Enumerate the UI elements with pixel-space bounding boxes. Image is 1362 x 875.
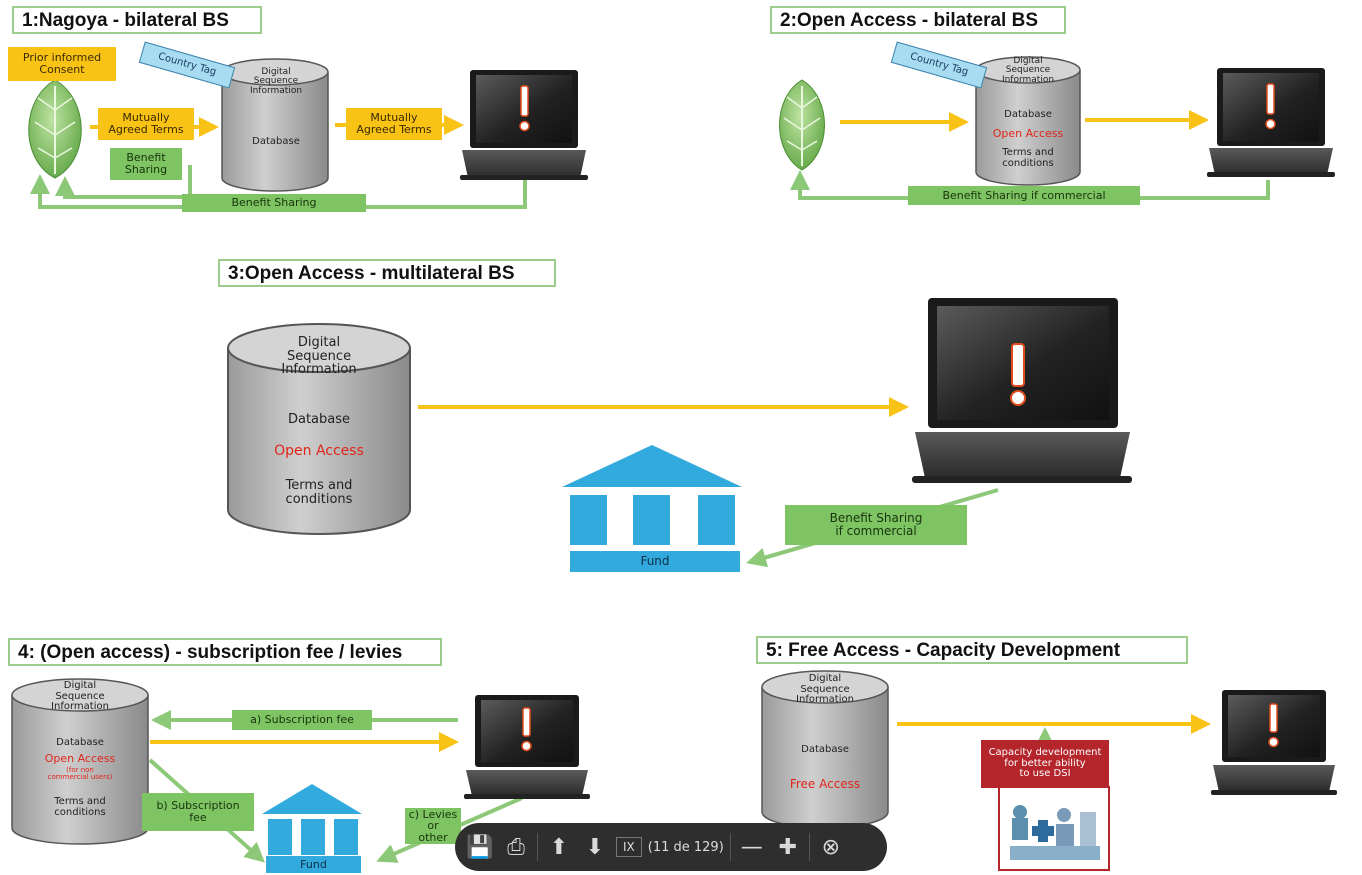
- benefit-sharing-label: Benefit Sharing if commercial: [785, 505, 967, 545]
- panel-5-title: 5: Free Access - Capacity Development: [756, 636, 1188, 664]
- leaf-icon: [779, 79, 825, 171]
- capacity-development-label: Capacity development for better ability …: [981, 740, 1109, 788]
- database-label: Database: [56, 737, 104, 748]
- close-circle-icon[interactable]: ⊗: [821, 834, 840, 860]
- panel-1-title: 1:Nagoya - bilateral BS: [12, 6, 262, 34]
- open-access-label: Open Access: [992, 127, 1064, 140]
- cylinder-top-label: Digital Sequence Information: [796, 673, 854, 705]
- plus-icon[interactable]: ✚: [778, 834, 797, 860]
- terms-conditions-label: Terms and conditions: [1002, 147, 1054, 169]
- non-commercial-users-label: (for non commercial users): [47, 766, 113, 782]
- cylinder-top-label: Digital Sequence Information: [281, 335, 357, 378]
- save-icon[interactable]: 💾: [466, 834, 494, 860]
- zoom-box[interactable]: IX: [616, 837, 642, 857]
- fund-label: Fund: [300, 857, 327, 871]
- database-cylinder-icon: [221, 58, 329, 192]
- levies-label: c) Levies or other: [405, 808, 461, 844]
- benefit-sharing-label: Benefit Sharing: [110, 148, 182, 180]
- database-cylinder-icon: [227, 323, 411, 535]
- benefit-sharing-label: Benefit Sharing: [182, 194, 366, 212]
- laptop-icon: [912, 298, 1132, 483]
- laptop-icon: [1207, 68, 1335, 177]
- fund-building-icon: [262, 784, 362, 873]
- toolbar-divider: [537, 833, 538, 861]
- cylinder-top-label: Digital Sequence Information: [249, 67, 303, 96]
- print-icon[interactable]: ⎙: [507, 834, 525, 860]
- mutually-agreed-terms-label: Mutually Agreed Terms: [346, 108, 442, 140]
- database-label: Database: [287, 412, 351, 427]
- laptop-icon: [464, 695, 590, 799]
- capacity-development-people-icon: [998, 786, 1110, 871]
- leaf-icon: [28, 79, 82, 179]
- database-cylinder-icon: [761, 670, 889, 829]
- panel-4-title: 4: (Open access) - subscription fee / le…: [8, 638, 442, 666]
- pdf-viewer-toolbar: 💾 ⎙ ⬆ ⬇ IX (11 de 129) — ✚ ⊗: [455, 823, 887, 871]
- database-label: Database: [1004, 109, 1052, 120]
- toolbar-divider: [808, 833, 810, 861]
- cylinder-top-label: Digital Sequence Information: [1001, 56, 1055, 85]
- laptop-icon: [460, 70, 588, 180]
- open-access-label: Open Access: [44, 752, 116, 765]
- fund-building-icon: [562, 445, 742, 572]
- prior-informed-consent-label: Prior informed Consent: [8, 47, 116, 81]
- arrow-down-icon[interactable]: ⬇: [585, 834, 605, 860]
- free-access-label: Free Access: [789, 777, 861, 791]
- arrow-up-icon[interactable]: ⬆: [549, 834, 569, 860]
- benefit-sharing-label: Benefit Sharing if commercial: [908, 186, 1140, 205]
- subscription-fee-a-label: a) Subscription fee: [232, 710, 372, 730]
- cylinder-top-label: Digital Sequence Information: [51, 680, 109, 712]
- p1-arrow-benefit-small: [55, 165, 192, 199]
- panel-2-title: 2:Open Access - bilateral BS: [770, 6, 1066, 34]
- terms-conditions-label: Terms and conditions: [54, 796, 106, 818]
- panel-3-title: 3:Open Access - multilateral BS: [218, 259, 556, 287]
- laptop-icon: [1211, 690, 1337, 795]
- fund-label: Fund: [640, 553, 670, 568]
- database-cylinder-icon: [975, 56, 1081, 186]
- database-label: Database: [252, 136, 300, 147]
- database-cylinder-icon: [11, 678, 149, 845]
- page-indicator: (11 de 129): [647, 839, 724, 855]
- database-label: Database: [801, 744, 849, 755]
- open-access-label: Open Access: [274, 443, 364, 459]
- terms-conditions-label: Terms and conditions: [285, 478, 353, 507]
- toolbar-divider: [729, 833, 731, 861]
- minus-icon[interactable]: —: [740, 834, 763, 860]
- subscription-fee-b-label: b) Subscription fee: [142, 793, 254, 831]
- mutually-agreed-terms-label: Mutually Agreed Terms: [98, 108, 194, 140]
